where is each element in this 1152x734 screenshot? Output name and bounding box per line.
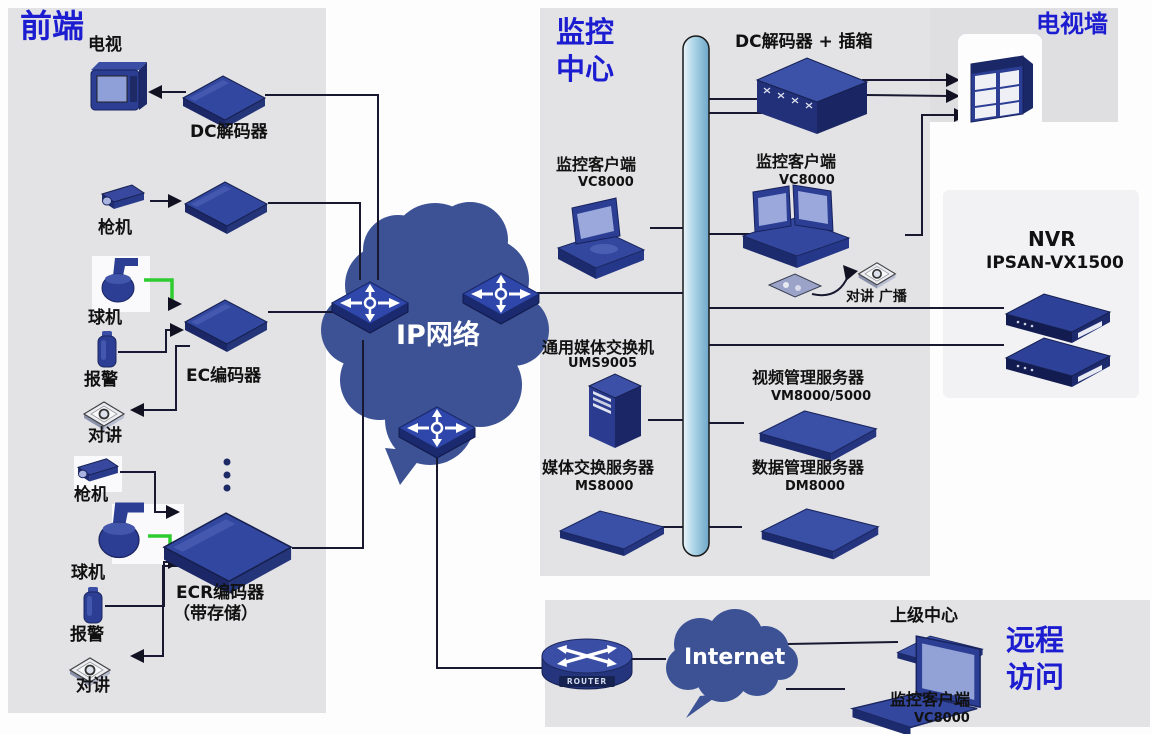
green-cables	[144, 278, 174, 546]
nvr-model: IPSAN-VX1500	[986, 253, 1124, 273]
remote-client-label: 监控客户端	[890, 690, 971, 709]
intercom-2-label: 对讲	[76, 676, 110, 696]
ec-encoder-2-icon	[184, 299, 268, 353]
connection-lines	[105, 79, 1004, 690]
dome-camera-2-label: 球机	[71, 563, 105, 583]
ellipsis-dots	[223, 458, 231, 492]
client-right-model: VC8000	[779, 173, 835, 188]
dc-decoder-icon	[182, 75, 266, 129]
remote-client-model: VC8000	[914, 711, 970, 726]
dome-camera-1-label: 球机	[88, 308, 122, 328]
tv-icon	[90, 62, 147, 111]
ec-encoder-label: EC编码器	[186, 366, 262, 386]
internet-cloud	[666, 609, 798, 718]
video-mgmt-server-icon	[759, 410, 877, 462]
dc-decoder-label: DC解码器	[190, 122, 268, 142]
remote-access-title-line2: 访问	[1006, 660, 1065, 694]
universal-media-switch-icon	[588, 373, 642, 449]
frontend-panel	[8, 8, 326, 713]
dc-decoder-chassis-icon	[755, 57, 869, 134]
ecr-encoder-note: （带存储）	[173, 604, 258, 624]
nvr-unit-1-icon	[1005, 293, 1111, 344]
client-right-label: 监控客户端	[756, 152, 837, 171]
ms-label: 媒体交换服务器	[542, 458, 655, 477]
data-mgmt-server-icon	[761, 508, 879, 560]
alarm-2-icon	[83, 586, 103, 624]
intercom-broadcast-label: 对讲 广播	[846, 289, 907, 305]
router-label: ROUTER	[566, 676, 608, 686]
ip-cloud-label: IP网络	[396, 320, 480, 351]
remote-access-title-line1: 远程	[1006, 623, 1065, 657]
arrowheads	[130, 73, 968, 663]
ums-label: 通用媒体交换机	[542, 338, 655, 357]
monitor-center-title-line2: 中心	[556, 52, 615, 86]
intercom-1-label: 对讲	[88, 426, 122, 446]
ms-model: MS8000	[575, 479, 634, 494]
gun-camera-1-label: 枪机	[98, 218, 132, 238]
alarm-2-label: 报警	[70, 625, 104, 645]
ums-model: UMS9005	[568, 356, 638, 371]
dc-decoder-chassis-label: DC解码器 + 插箱	[735, 32, 873, 52]
alarm-1-icon	[97, 330, 117, 368]
frontend-title: 前端	[20, 7, 85, 45]
client-right-icon	[742, 184, 850, 269]
internet-cloud-label: Internet	[684, 645, 786, 670]
dm-label: 数据管理服务器	[752, 458, 865, 477]
ecr-encoder-label: ECR编码器	[176, 583, 265, 603]
ec-encoder-1-icon	[184, 181, 268, 235]
nvr-title: NVR	[1028, 227, 1076, 251]
superior-center-label: 上级中心	[890, 606, 958, 626]
alarm-1-label: 报警	[84, 370, 118, 390]
tv-wall-title: 电视墙	[1036, 10, 1108, 38]
nvr-unit-2-icon	[1005, 337, 1111, 388]
broadcast-speaker-icon	[857, 261, 897, 290]
dm-model: DM8000	[785, 479, 845, 494]
tv-label: 电视	[88, 35, 122, 55]
client-left-label: 监控客户端	[556, 155, 637, 174]
media-switch-server-icon	[559, 510, 665, 557]
tv-wall-icon-text: TV	[1001, 47, 1016, 59]
remote-access-panel	[545, 600, 1150, 727]
vm-model: VM8000/5000	[771, 389, 872, 404]
router-icon	[541, 638, 633, 690]
gun-camera-1-icon	[101, 184, 145, 210]
gun-camera-2-label: 枪机	[74, 485, 108, 505]
tv-wall-icon	[958, 34, 1042, 138]
client-left-model: VC8000	[578, 175, 634, 190]
monitor-center-title: 监控 中心	[556, 14, 614, 88]
remote-access-title: 远程 访问	[1006, 622, 1064, 696]
backbone-bus	[682, 35, 710, 557]
vm-label: 视频管理服务器	[752, 368, 865, 387]
client-left-icon	[557, 197, 645, 280]
monitor-center-title-line1: 监控	[556, 15, 615, 49]
